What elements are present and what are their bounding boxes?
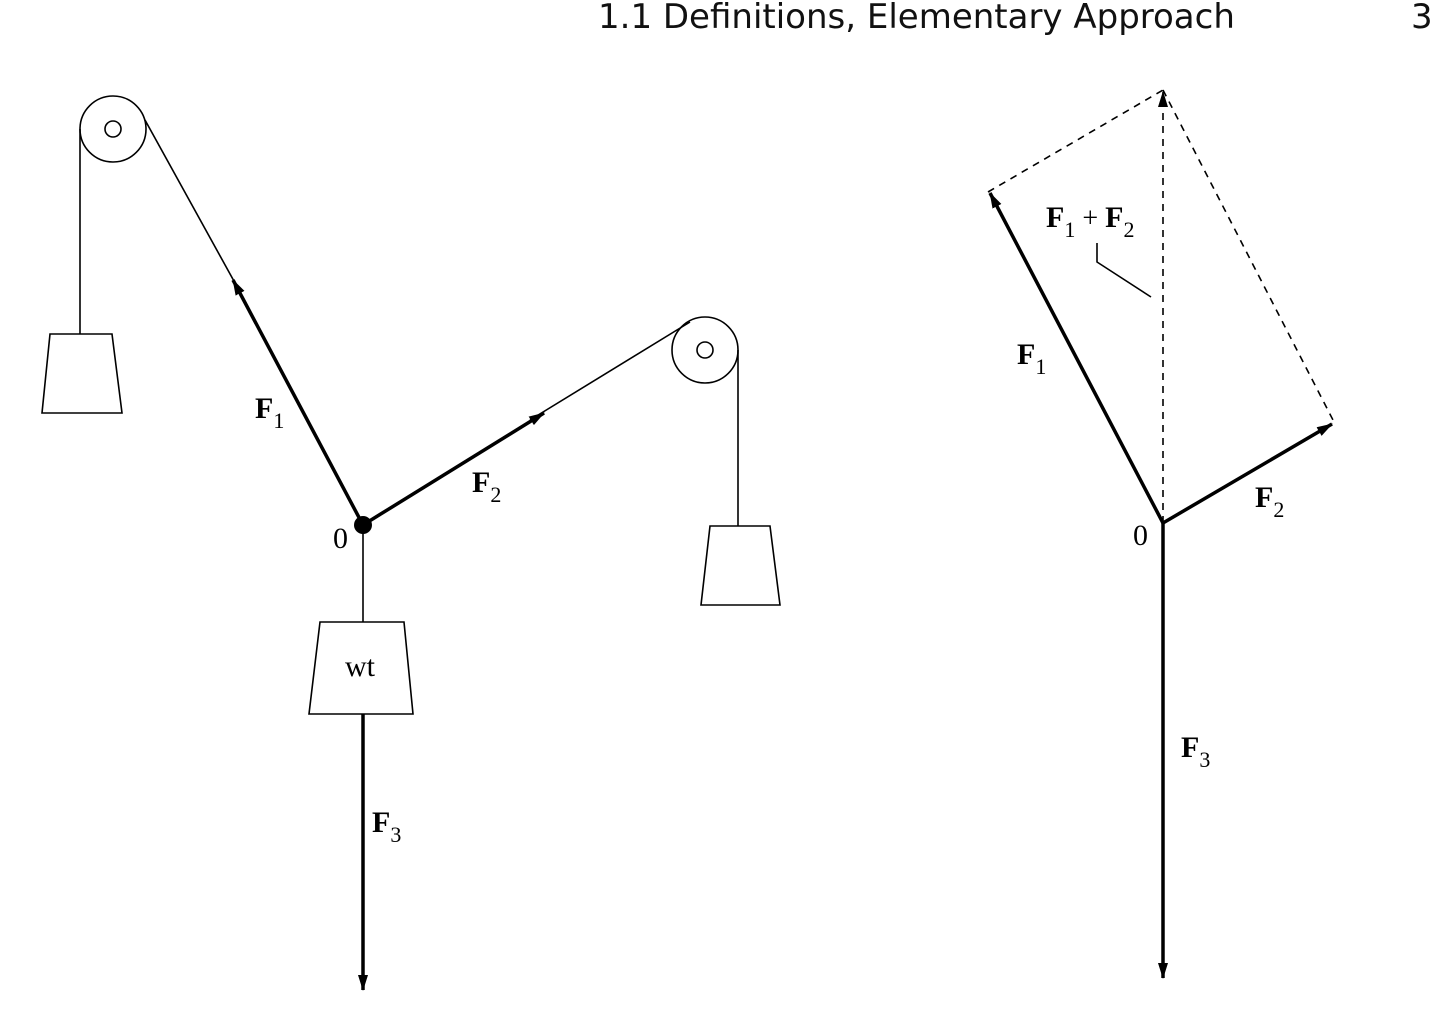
dashed-edge-top-left bbox=[987, 89, 1164, 193]
f1-arrow bbox=[231, 279, 365, 526]
rope-to-left-pulley bbox=[144, 119, 241, 293]
f2-arrow bbox=[362, 411, 545, 527]
running-head-title: 1.1 Definitions, Elementary Approach bbox=[598, 0, 1235, 37]
right-origin-label: 0 bbox=[1133, 519, 1148, 552]
left-hanging-weight bbox=[41, 333, 123, 414]
sum-leader-line bbox=[1096, 243, 1152, 298]
left-diagram: wt 0 F1 F2 F3 bbox=[41, 95, 781, 991]
rope-to-right-pulley bbox=[529, 321, 691, 421]
left-origin-label: 0 bbox=[333, 522, 348, 555]
left-f1-label: F1 bbox=[255, 392, 284, 433]
right-pulley-axle bbox=[696, 341, 714, 359]
right-f2-arrow bbox=[1162, 422, 1333, 525]
sum-label: F1 + F2 bbox=[1046, 201, 1134, 242]
right-f2-label: F2 bbox=[1255, 481, 1284, 522]
right-f3-label: F3 bbox=[1181, 731, 1210, 772]
right-hanging-weight bbox=[700, 525, 781, 606]
page-number: 3 bbox=[1411, 0, 1433, 37]
wt-label: wt bbox=[345, 650, 376, 683]
right-f1-arrow bbox=[988, 192, 1165, 524]
left-pulley bbox=[79, 95, 147, 163]
left-f3-label: F3 bbox=[372, 806, 401, 847]
right-f1-label: F1 bbox=[1017, 338, 1046, 379]
right-diagram: 0 F1 + F2 F1 F2 F3 bbox=[987, 89, 1334, 979]
left-f2-label: F2 bbox=[472, 466, 501, 507]
wt-block bbox=[308, 621, 414, 715]
left-pulley-axle bbox=[104, 120, 122, 138]
dashed-edge-top-right bbox=[1162, 89, 1334, 421]
origin-point bbox=[354, 516, 372, 534]
